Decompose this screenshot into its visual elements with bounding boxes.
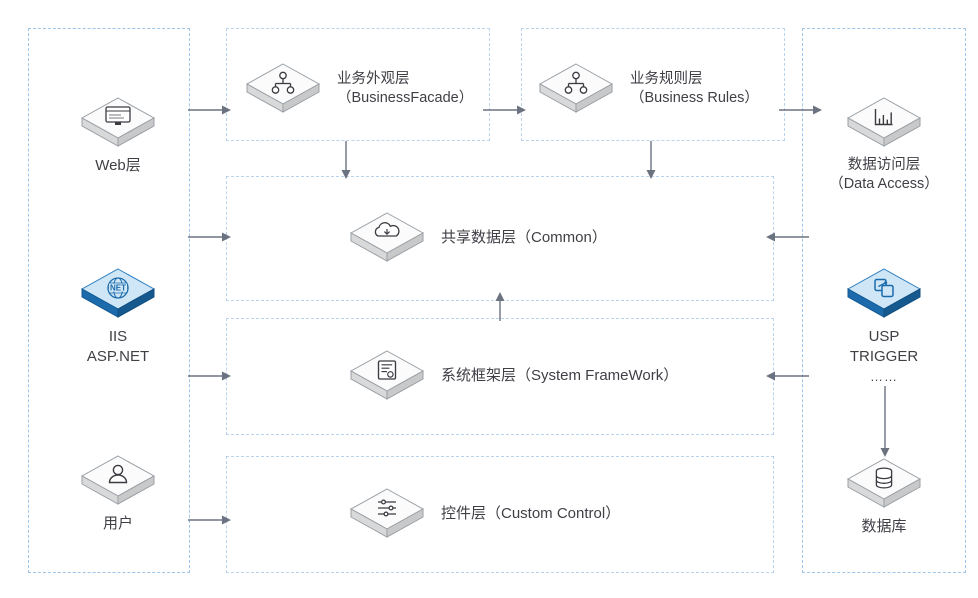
node-data-access[interactable]: 数据访问层 （Data Access） bbox=[829, 94, 939, 194]
node-iis-label: IIS ASP.NET bbox=[86, 328, 150, 365]
bar-chart-icon bbox=[844, 94, 924, 152]
node-database-label: 数据库 bbox=[861, 518, 907, 535]
arrow-facade-to-common bbox=[338, 141, 354, 180]
arrow-facade-to-rules bbox=[483, 102, 527, 118]
node-custom-control[interactable]: 控件层（Custom Control） bbox=[347, 485, 620, 543]
node-business-rules-label: 业务规则层 （Business Rules） bbox=[630, 70, 759, 106]
sliders-icon bbox=[347, 485, 427, 543]
node-iis[interactable]: NET IIS ASP.NET bbox=[73, 265, 163, 367]
arrow-rules-to-data-access bbox=[779, 102, 823, 118]
sitemap-icon bbox=[536, 60, 616, 118]
node-user-label: 用户 bbox=[102, 515, 133, 532]
arrow-usp-to-framework bbox=[766, 368, 810, 384]
node-common-label: 共享数据层（Common） bbox=[441, 229, 607, 247]
node-common[interactable]: 共享数据层（Common） bbox=[347, 209, 607, 267]
business-facade-zone bbox=[226, 28, 490, 141]
arrow-usp-to-database bbox=[877, 386, 893, 458]
client-zone bbox=[28, 28, 190, 573]
node-business-facade-label: 业务外观层 （BusinessFacade） bbox=[337, 70, 474, 106]
node-usp-trigger[interactable]: USP TRIGGER …… bbox=[839, 265, 929, 384]
node-database[interactable]: 数据库 bbox=[839, 455, 929, 537]
data-zone bbox=[802, 28, 966, 573]
business-rules-zone bbox=[521, 28, 785, 141]
node-usp-trigger-label: USP TRIGGER bbox=[849, 328, 919, 365]
document-settings-icon bbox=[347, 347, 427, 405]
node-framework[interactable]: 系统框架层（System FrameWork） bbox=[347, 347, 678, 405]
node-business-rules[interactable]: 业务规则层 （Business Rules） bbox=[536, 60, 759, 118]
user-icon bbox=[78, 452, 158, 510]
arrow-web-to-facade bbox=[188, 102, 232, 118]
arrow-iis-to-common bbox=[188, 229, 232, 245]
arrow-iis-to-framework bbox=[188, 368, 232, 384]
node-framework-label: 系统框架层（System FrameWork） bbox=[441, 367, 679, 385]
monitor-icon bbox=[78, 94, 158, 152]
arrow-framework-to-common bbox=[492, 292, 508, 322]
stored-procedure-icon bbox=[844, 265, 924, 323]
node-web-label: Web层 bbox=[95, 157, 141, 174]
node-custom-control-label: 控件层（Custom Control） bbox=[441, 505, 621, 523]
node-web[interactable]: Web层 bbox=[73, 94, 163, 176]
cloud-download-icon bbox=[347, 209, 427, 267]
node-data-access-label: 数据访问层 （Data Access） bbox=[829, 157, 939, 193]
arrow-user-to-control bbox=[188, 512, 232, 528]
control-zone bbox=[226, 456, 774, 573]
svg-text:NET: NET bbox=[110, 284, 126, 293]
dotnet-globe-icon: NET bbox=[78, 265, 158, 323]
node-business-facade[interactable]: 业务外观层 （BusinessFacade） bbox=[243, 60, 473, 118]
arrow-rules-to-common bbox=[643, 141, 659, 180]
sitemap-icon bbox=[243, 60, 323, 118]
node-usp-trigger-ellipsis: …… bbox=[870, 368, 898, 384]
database-icon bbox=[844, 455, 924, 513]
arrow-data-access-to-common bbox=[766, 229, 810, 245]
node-user[interactable]: 用户 bbox=[73, 452, 163, 534]
